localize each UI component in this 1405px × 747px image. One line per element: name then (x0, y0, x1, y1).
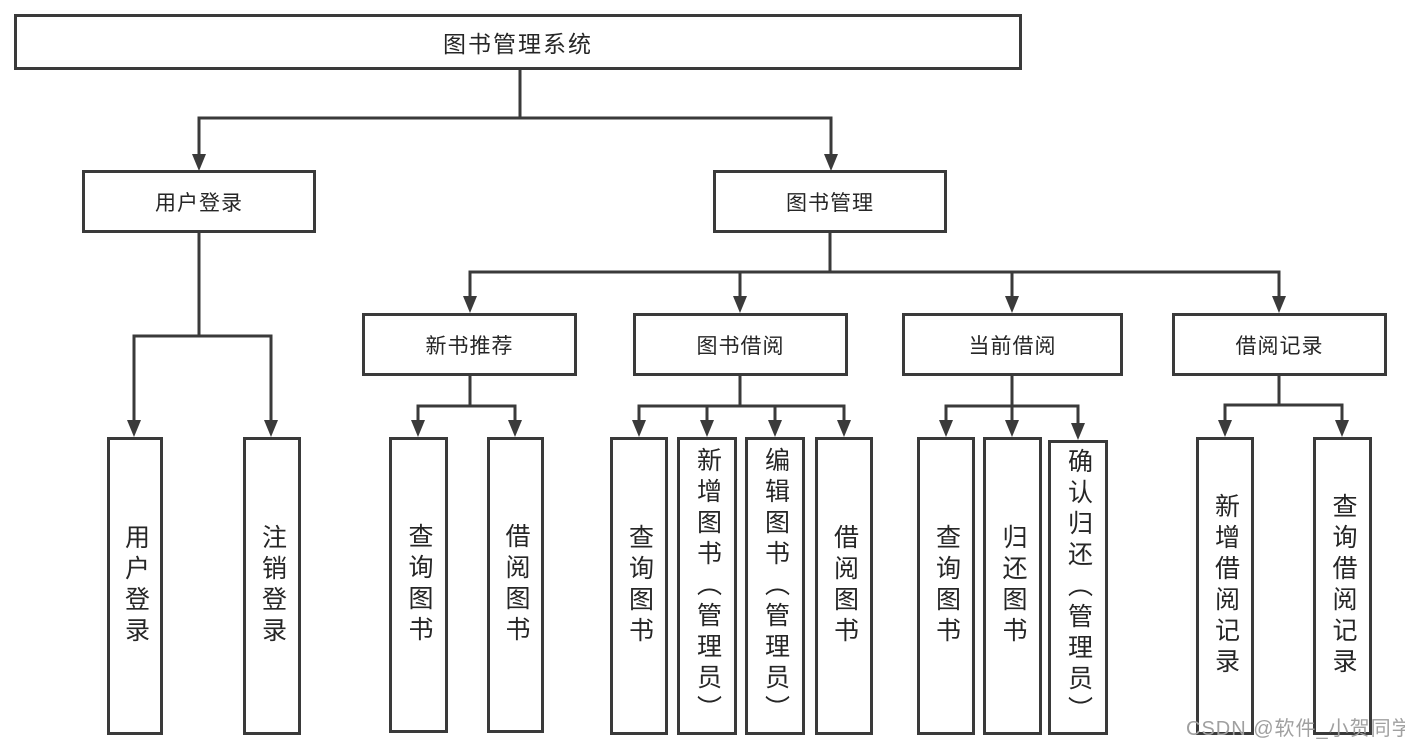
node-bb-borrow-books: 借阅图书 (815, 437, 873, 735)
node-br-add-record-label: 新增借阅记录 (1211, 493, 1240, 679)
node-cb-query-books-label: 查询图书 (932, 524, 961, 648)
node-bb-borrow-books-label: 借阅图书 (830, 524, 859, 648)
node-bb-query-books: 查询图书 (610, 437, 668, 735)
node-library-system: 图书管理系统 (14, 14, 1022, 70)
node-cb-query-books: 查询图书 (917, 437, 975, 735)
connector-current-borrow-split (939, 376, 1085, 440)
csdn-watermark: CSDN @软件_小贺同学 (1186, 718, 1405, 740)
node-bb-add-books-admin: 新增图书（管理员） (677, 437, 737, 735)
node-bb-add-books-admin-label: 新增图书（管理员） (693, 446, 722, 726)
node-cb-return-books-label: 归还图书 (999, 524, 1027, 648)
node-br-query-record-label: 查询借阅记录 (1329, 493, 1357, 679)
node-cb-return-books: 归还图书 (983, 437, 1042, 735)
node-library-system-label: 图书管理系统 (443, 31, 593, 57)
node-borrowing-records-label: 借阅记录 (1235, 334, 1324, 358)
node-logout-action-label: 注销登录 (258, 524, 287, 648)
connector-new-book-split (411, 376, 522, 437)
node-current-borrowing-label: 当前借阅 (968, 334, 1057, 358)
connector-borrow-record-split (1218, 376, 1349, 437)
node-book-management: 图书管理 (713, 170, 947, 233)
node-user-login-action-label: 用户登录 (121, 524, 150, 648)
node-bb-query-books-label: 查询图书 (625, 524, 654, 648)
connector-user-login-split (127, 233, 278, 437)
node-cb-confirm-return-admin-label: 确认归还（管理员） (1064, 448, 1093, 727)
node-bb-edit-books-admin-label: 编辑图书（管理员） (761, 446, 790, 726)
node-book-borrowing-label: 图书借阅 (696, 334, 785, 358)
node-book-management-label: 图书管理 (786, 191, 874, 215)
node-nb-borrow-books-label: 借阅图书 (502, 523, 530, 647)
node-br-query-record: 查询借阅记录 (1313, 437, 1372, 735)
node-user-login-action: 用户登录 (107, 437, 163, 735)
connector-root-split (192, 70, 838, 171)
node-bb-edit-books-admin: 编辑图书（管理员） (745, 437, 805, 735)
connector-book-borrow-split (632, 376, 851, 437)
node-br-add-record: 新增借阅记录 (1196, 437, 1254, 735)
node-nb-borrow-books: 借阅图书 (487, 437, 544, 733)
node-logout-action: 注销登录 (243, 437, 301, 735)
node-current-borrowing: 当前借阅 (902, 313, 1123, 376)
node-nb-query-books: 查询图书 (389, 437, 448, 733)
node-borrowing-records: 借阅记录 (1172, 313, 1387, 376)
node-user-login-module-label: 用户登录 (155, 191, 243, 215)
node-new-book-recommend-label: 新书推荐 (425, 334, 514, 358)
node-book-borrowing: 图书借阅 (633, 313, 848, 376)
connector-book-mgmt-split (463, 233, 1286, 313)
node-new-book-recommend: 新书推荐 (362, 313, 577, 376)
node-nb-query-books-label: 查询图书 (405, 523, 433, 647)
node-cb-confirm-return-admin: 确认归还（管理员） (1048, 440, 1108, 735)
node-user-login-module: 用户登录 (82, 170, 316, 233)
